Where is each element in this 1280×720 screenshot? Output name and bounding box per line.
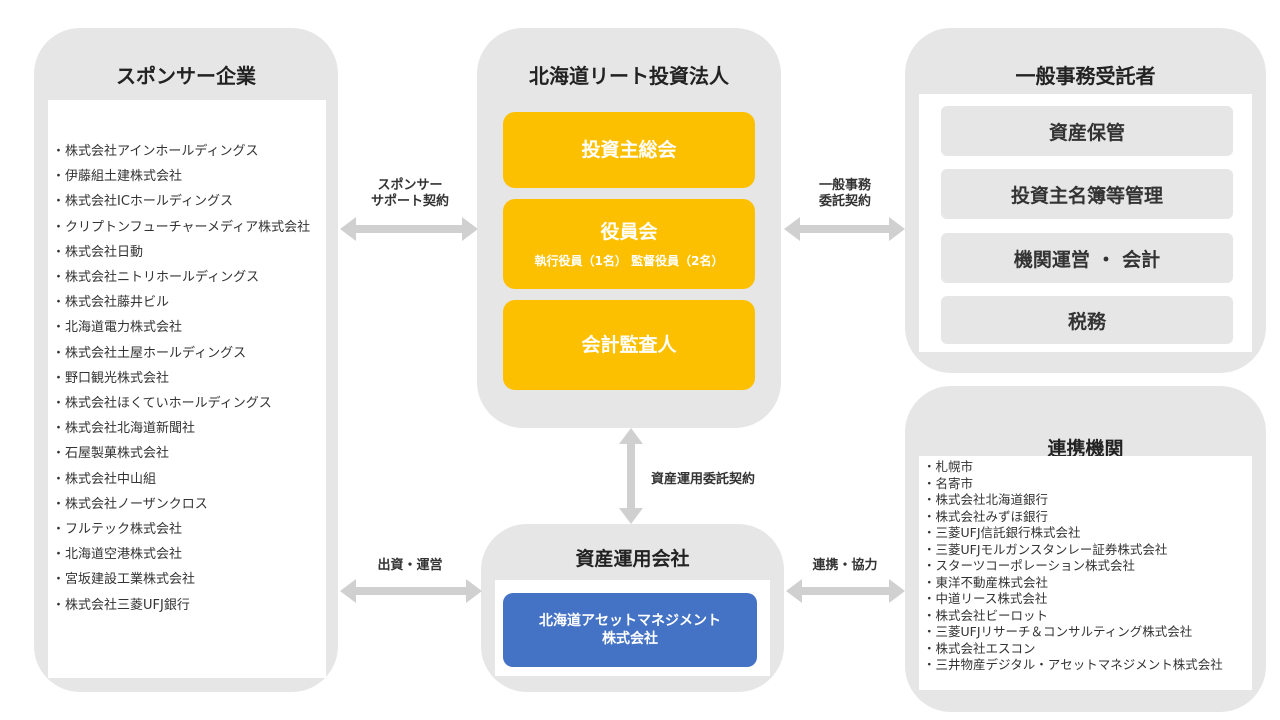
- sponsor-item: 株式会社ほくていホールディングス: [52, 391, 310, 416]
- asset-mgmt-contract-label: 資産運用委託契約: [651, 472, 756, 487]
- sponsor-item: 株式会社藤井ビル: [52, 290, 310, 315]
- sponsor-item: 伊藤組土建株式会社: [52, 164, 310, 189]
- auditor-box: 会計監査人: [503, 300, 755, 390]
- partners-list: 札幌市名寄市株式会社北海道銀行株式会社みずほ銀行三菱UFJ信託銀行株式会社三菱U…: [923, 459, 1223, 674]
- partners-item: スターツコーポレーション株式会社: [923, 558, 1223, 575]
- partners-item: 株式会社北海道銀行: [923, 492, 1223, 509]
- sponsor-item: 石屋製菓株式会社: [52, 441, 310, 466]
- asset-manager-company-line2: 株式会社: [602, 631, 658, 647]
- partners-item: 三菱UFJリサーチ＆コンサルティング株式会社: [923, 624, 1223, 641]
- partners-item: 三菱UFJモルガンスタンレー証券株式会社: [923, 542, 1223, 559]
- partners-item: 中道リース株式会社: [923, 591, 1223, 608]
- sponsor-item: 株式会社ニトリホールディングス: [52, 265, 310, 290]
- arrow-reit-admin: [784, 217, 905, 241]
- partners-title: 連携機関: [1047, 438, 1124, 460]
- admin-contract-line2: 委託契約: [818, 194, 871, 209]
- investment-label: 出資・運営: [377, 558, 443, 573]
- sponsor-item: フルテック株式会社: [52, 517, 310, 542]
- sponsor-item: クリプトンフューチャーメディア株式会社: [52, 215, 310, 240]
- board-exec-label: 執行役員（1名）: [534, 254, 627, 268]
- sponsor-title: スポンサー企業: [116, 64, 256, 88]
- sponsor-item: 株式会社中山組: [52, 467, 310, 492]
- reit-title: 北海道リート投資法人: [529, 64, 729, 88]
- sponsor-support-line2: サポート契約: [370, 194, 449, 209]
- sponsor-item: 株式会社北海道新聞社: [52, 416, 310, 441]
- admin-item-registry: 投資主名簿等管理: [941, 169, 1233, 219]
- arrow-sponsor-reit: [340, 217, 478, 241]
- sponsor-item: 株式会社日動: [52, 240, 310, 265]
- admin-title: 一般事務受託者: [1015, 64, 1156, 88]
- partners-item: 株式会社エスコン: [923, 641, 1223, 658]
- asset-manager-company-box: 北海道アセットマネジメント 株式会社: [503, 593, 757, 667]
- board-box: 役員会 執行役員（1名） 監督役員（2名）: [503, 199, 755, 289]
- partners-item: 株式会社みずほ銀行: [923, 509, 1223, 526]
- sponsor-item: 北海道空港株式会社: [52, 542, 310, 567]
- sponsor-support-label: スポンサー サポート契約: [350, 178, 470, 210]
- asset-manager-company-line1: 北海道アセットマネジメント: [539, 613, 721, 629]
- sponsor-list: 株式会社アインホールディングス伊藤組土建株式会社株式会社ICホールディングスクリ…: [52, 139, 310, 618]
- admin-item-tax: 税務: [941, 296, 1233, 344]
- partners-item: 株式会社ビーロット: [923, 608, 1223, 625]
- sponsor-item: 株式会社アインホールディングス: [52, 139, 310, 164]
- cooperation-label: 連携・協力: [812, 558, 878, 573]
- arrow-asset-manager-partners: [786, 579, 905, 603]
- partners-item: 三菱UFJ信託銀行株式会社: [923, 525, 1223, 542]
- board-label: 役員会: [600, 221, 658, 243]
- sponsor-item: 株式会社三菱UFJ銀行: [52, 593, 310, 618]
- sponsor-item: 宮坂建設工業株式会社: [52, 567, 310, 592]
- sponsor-item: 株式会社土屋ホールディングス: [52, 341, 310, 366]
- arrow-reit-asset-manager: [619, 428, 643, 524]
- partners-item: 札幌市: [923, 459, 1223, 476]
- admin-contract-label: 一般事務 委託契約: [795, 178, 895, 210]
- admin-item-accounting: 機関運営 ・ 会計: [941, 233, 1233, 283]
- board-supervisory-label: 監督役員（2名）: [631, 254, 724, 268]
- partners-item: 東洋不動産株式会社: [923, 575, 1223, 592]
- admin-item-custody: 資産保管: [941, 106, 1233, 156]
- sponsor-item: 北海道電力株式会社: [52, 315, 310, 340]
- arrow-sponsor-asset-manager: [340, 579, 482, 603]
- sponsor-support-line1: スポンサー: [377, 178, 443, 193]
- sponsor-item: 株式会社ICホールディングス: [52, 189, 310, 214]
- general-meeting-label: 投資主総会: [581, 139, 677, 161]
- sponsor-item: 野口観光株式会社: [52, 366, 310, 391]
- auditor-label: 会計監査人: [581, 334, 677, 356]
- partners-item: 三井物産デジタル・アセットマネジメント株式会社: [923, 657, 1223, 674]
- sponsor-item: 株式会社ノーザンクロス: [52, 492, 310, 517]
- partners-item: 名寄市: [923, 476, 1223, 493]
- general-meeting-box: 投資主総会: [503, 112, 755, 188]
- admin-contract-line1: 一般事務: [818, 178, 871, 193]
- asset-manager-title: 資産運用会社: [575, 548, 690, 570]
